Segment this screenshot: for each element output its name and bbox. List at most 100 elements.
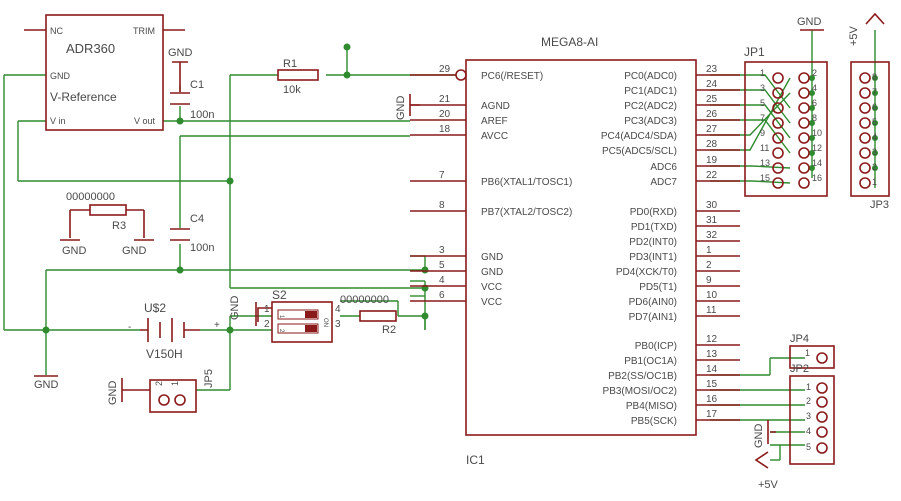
jp3-pin	[859, 87, 871, 99]
mcu-pin-number: 2	[706, 260, 712, 271]
r3-ref: R3	[112, 220, 126, 232]
jp1-pin	[798, 72, 810, 84]
junction-dot	[176, 117, 184, 125]
mcu-pin-name: PB2(SS/OC1B)	[608, 371, 677, 382]
mcu-pin-number: 29	[439, 64, 451, 75]
junctions	[42, 43, 878, 334]
jp1-pin	[772, 117, 784, 129]
jp5-pin-2: 2	[154, 381, 164, 386]
mcu-pin-name: PC0(ADC0)	[624, 71, 677, 82]
jp3-pin-number: 7	[872, 87, 877, 97]
mcu-pin-name: PD5(T1)	[639, 282, 677, 293]
mcu-pin-name: PC3(ADC3)	[624, 116, 677, 127]
r1-ref: R1	[283, 58, 297, 70]
mcu-part-name: MEGA8-AI	[541, 35, 598, 49]
jp1-pin	[772, 102, 784, 114]
gnd-label: GND	[753, 424, 765, 449]
gnd-label: GND	[229, 296, 241, 321]
junction-dot	[343, 71, 351, 79]
c4-value: 100n	[190, 242, 214, 254]
jp2-ref: JP2	[790, 363, 809, 375]
mcu-pin-name: PD0(RXD)	[630, 207, 677, 218]
jp1-pin-number: 16	[812, 173, 822, 183]
junction-dot	[872, 165, 878, 171]
jp1-pin-number: 1	[760, 68, 765, 78]
mcu-pin-name: PD7(AIN1)	[629, 312, 677, 323]
mcu-pin-number: 5	[439, 260, 445, 271]
s2-pin-4: 4	[335, 304, 341, 315]
mcu-pin-name: PB4(MISO)	[626, 401, 677, 412]
jp5-ref: JP5	[203, 369, 215, 388]
jp3-pin	[859, 117, 871, 129]
r1-value: 10k	[283, 84, 301, 96]
mcu-pin-name: ADC6	[650, 162, 677, 173]
junction-dot	[226, 177, 234, 185]
junction-dot	[809, 150, 815, 156]
mcu-pin-name: PD6(AIN0)	[629, 297, 677, 308]
mcu-pin-number: 27	[706, 124, 718, 135]
mcu-pin-name: PB6(XTAL1/TOSC1)	[481, 177, 572, 188]
jp1-pin	[772, 72, 784, 84]
jumper-jp5: 2 1 JP5 GND	[107, 369, 215, 413]
mcu-pin-number: 22	[706, 170, 718, 181]
jp3-pin-number: 4	[872, 132, 877, 142]
c1-value: 100n	[190, 109, 214, 121]
junction-dot	[872, 120, 878, 126]
header-jp4: JP4 1	[789, 333, 835, 369]
mcu-pin-name: PB3(MOSI/OC2)	[603, 386, 677, 397]
mcu-pin-name: AGND	[481, 101, 510, 112]
gnd-label: GND	[62, 245, 87, 257]
mcu-pin-name: PC1(ADC1)	[624, 86, 677, 97]
jp1-pin	[772, 147, 784, 159]
mcu-pin-name: PB1(OC1A)	[624, 356, 677, 367]
dip-switch-s2: 1 2 3 4 S2 ON 1 2 GND	[229, 288, 341, 343]
jp1-pin-number: 6	[812, 98, 817, 108]
jp2-pin	[816, 396, 828, 408]
s2-switch-1: 1	[278, 315, 284, 319]
mcu-pin-number: 23	[706, 64, 718, 75]
mcu-pin-number: 28	[706, 139, 718, 150]
mcu-pin-name: PB7(XTAL2/TOSC2)	[481, 207, 572, 218]
voltage-reference-ic: NC TRIM ADR360 GND V-Reference V in V ou…	[24, 14, 185, 131]
jp3-pin	[859, 177, 871, 189]
jp2-pin	[816, 382, 828, 394]
jp3-pin	[859, 162, 871, 174]
mcu-pin-number: 13	[706, 349, 718, 360]
s2-pin-3: 3	[335, 319, 341, 330]
c4-ref: C4	[190, 213, 204, 225]
jp3-pin	[859, 132, 871, 144]
ref-vout-label: V out	[134, 116, 156, 126]
plus5v-label: +5V	[758, 479, 779, 491]
mcu-pin-name: PC5(ADC5/SCL)	[602, 146, 677, 157]
ground-symbol: GND	[34, 375, 59, 391]
wires	[3, 30, 876, 461]
mcu-pin-name: AREF	[481, 116, 508, 127]
junction-dot	[343, 43, 351, 51]
ref-nc-label: NC	[50, 26, 63, 36]
jp3-pin-number: 3	[872, 147, 877, 157]
jp1-pin	[798, 177, 810, 189]
mcu-pin-name: AVCC	[481, 131, 508, 142]
junction-dot	[872, 75, 878, 81]
junction-dot	[421, 312, 429, 320]
jp2-pin-number: 2	[806, 396, 811, 406]
s2-on-label: ON	[322, 318, 328, 327]
jp1-pin	[772, 87, 784, 99]
mcu-pin-number: 25	[706, 94, 718, 105]
mcu-pin-number: 9	[706, 275, 712, 286]
jp1-pin-number: 8	[812, 113, 817, 123]
junction-dot	[809, 135, 815, 141]
jp5-pin-1: 1	[170, 381, 180, 386]
jp1-pin	[798, 162, 810, 174]
jp1-pin-number: 7	[760, 113, 765, 123]
jp2-pin-number: 4	[806, 426, 811, 436]
jp1-ref: JP1	[744, 45, 765, 59]
junction-dot	[872, 105, 878, 111]
jp2-pin-number: 1	[806, 382, 811, 392]
jp1-pin	[798, 102, 810, 114]
jp1-pin	[798, 117, 810, 129]
mcu-pin-name: PB0(ICP)	[635, 341, 677, 352]
